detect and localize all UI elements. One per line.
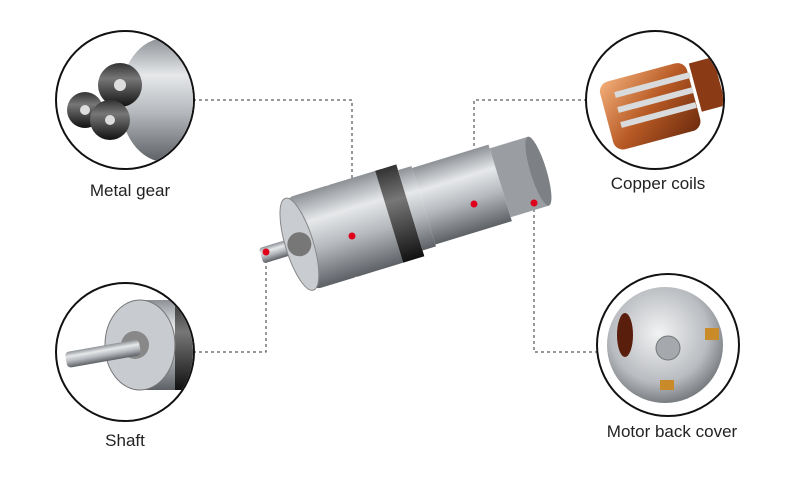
leader-metal-gear	[193, 99, 353, 236]
leader-shaft	[193, 252, 267, 353]
marker-shaft	[262, 248, 270, 256]
metal-gear-detail	[55, 30, 195, 170]
marker-back-cover	[530, 199, 538, 207]
copper-coils-detail	[585, 30, 725, 170]
motor-back-cover-detail	[596, 273, 740, 417]
markers	[262, 199, 538, 256]
leader-back-cover	[533, 203, 598, 353]
marker-metal-gear	[348, 232, 356, 240]
gear-motor-image	[259, 136, 552, 291]
shaft-detail	[55, 282, 195, 422]
label-metal-gear: Metal gear	[89, 181, 171, 200]
label-motor-back-cover: Motor back cover	[606, 422, 738, 441]
label-copper-coils: Copper coils	[610, 174, 706, 193]
label-shaft: Shaft	[105, 431, 145, 450]
marker-copper-coils	[470, 200, 478, 208]
